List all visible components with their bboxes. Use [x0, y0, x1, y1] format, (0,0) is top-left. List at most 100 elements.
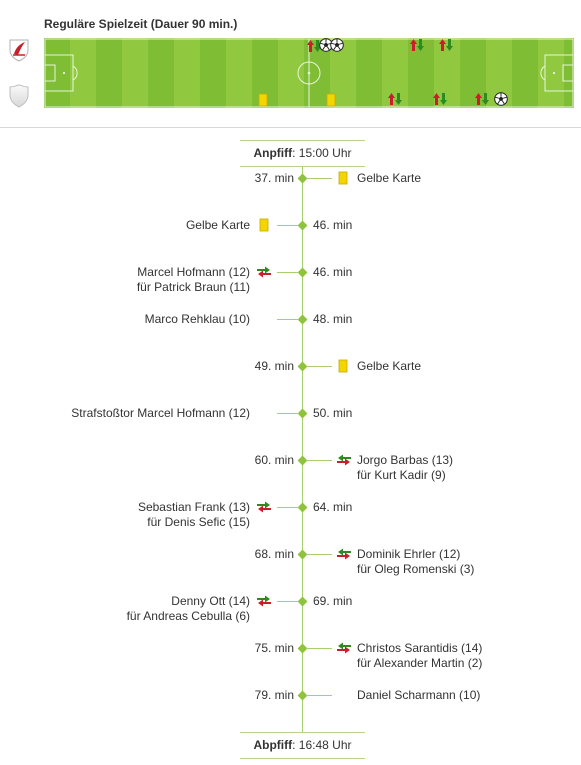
event-minute: 48. min	[313, 312, 353, 326]
event-minute: 64. min	[313, 500, 353, 514]
substitution-icon	[336, 641, 352, 655]
event-description: Marcel Hofmann (12)für Patrick Braun (11…	[137, 265, 250, 295]
event-line-1: Sebastian Frank (13)	[137, 500, 250, 514]
section-title: Reguläre Spielzeit (Dauer 90 min.)	[44, 17, 238, 31]
timeline-dot	[297, 220, 308, 231]
event-line-1: Marcel Hofmann (12)	[137, 265, 250, 279]
away-team-crest-icon	[9, 84, 29, 108]
event-line-2: für Patrick Braun (11)	[136, 280, 250, 294]
event-line-1: Jorgo Barbas (13)	[357, 453, 454, 467]
event-minute: 60. min	[254, 453, 294, 467]
final-whistle-label: Abpfiff	[253, 738, 293, 752]
timeline-dot	[297, 502, 308, 513]
event-line-1: Dominik Ehrler (12)	[357, 547, 461, 561]
event-line-1: Gelbe Karte	[357, 171, 422, 185]
substitution-icon	[336, 453, 352, 467]
pitch-marker-substitution-icon	[388, 92, 402, 106]
home-team-crest-icon	[9, 39, 29, 62]
timeline-event: 46. min Gelbe Karte	[0, 213, 581, 253]
kickoff-box: Anpfiff: 15:00 Uhr	[240, 140, 365, 167]
event-description: Christos Sarantidis (14)für Alexander Ma…	[357, 641, 482, 671]
pitch-marker-ball-icon	[494, 92, 508, 106]
pitch-marker-yellow-card-icon	[324, 93, 338, 107]
event-description: Strafstoßtor Marcel Hofmann (12)	[71, 406, 250, 421]
event-line-2: für Alexander Martin (2)	[357, 656, 483, 670]
pitch-marker-ball-icon	[330, 38, 344, 52]
event-line-2: für Denis Sefic (15)	[147, 515, 250, 529]
timeline-event: 79. min Daniel Scharmann (10)	[0, 683, 581, 723]
event-line-1: Strafstoßtor Marcel Hofmann (12)	[71, 406, 250, 420]
timeline-connector	[306, 366, 332, 367]
event-minute: 79. min	[254, 688, 294, 702]
timeline-connector	[277, 225, 299, 226]
pitch-lines	[44, 38, 574, 108]
event-line-1: Daniel Scharmann (10)	[357, 688, 481, 702]
timeline-event: 64. min Sebastian Frank (13)für Denis Sef…	[0, 495, 581, 535]
event-line-2: für Oleg Romenski (3)	[357, 562, 475, 576]
ball-icon	[257, 312, 271, 326]
pitch-overview	[44, 38, 574, 108]
timeline-dot	[297, 408, 308, 419]
event-minute: 46. min	[313, 218, 353, 232]
substitution-icon	[336, 547, 352, 561]
timeline-connector	[306, 648, 332, 649]
event-line-2: für Andreas Cebulla (6)	[126, 609, 250, 623]
event-description: Dominik Ehrler (12)für Oleg Romenski (3)	[357, 547, 474, 577]
pitch-marker-substitution-icon	[439, 38, 453, 52]
pitch-marker-substitution-icon	[475, 92, 489, 106]
timeline-connector	[277, 601, 299, 602]
substitution-icon	[256, 594, 272, 608]
event-description: Jorgo Barbas (13)für Kurt Kadir (9)	[357, 453, 453, 483]
ball-icon	[336, 688, 350, 702]
timeline-connector	[277, 272, 299, 273]
timeline-connector	[306, 554, 332, 555]
event-description: Gelbe Karte	[186, 218, 250, 233]
timeline-connector	[306, 460, 332, 461]
event-minute: 68. min	[254, 547, 294, 561]
final-whistle-box: Abpfiff: 16:48 Uhr	[240, 732, 365, 759]
event-line-2: für Kurt Kadir (9)	[357, 468, 446, 482]
yellow-card-icon	[257, 218, 271, 232]
event-description: Gelbe Karte	[357, 359, 421, 374]
event-line-1: Gelbe Karte	[357, 359, 422, 373]
timeline-event: 68. min Dominik Ehrler (12)für Oleg Romen…	[0, 542, 581, 582]
timeline-event: 60. min Jorgo Barbas (13)für Kurt Kadir (…	[0, 448, 581, 488]
ball-icon	[257, 406, 271, 420]
timeline-connector	[277, 413, 299, 414]
timeline-dot	[297, 267, 308, 278]
yellow-card-icon	[336, 171, 350, 185]
pitch-marker-substitution-icon	[433, 92, 447, 106]
pitch-marker-yellow-card-icon	[256, 93, 270, 107]
substitution-icon	[256, 500, 272, 514]
kickoff-label: Anpfiff	[253, 146, 293, 160]
timeline-connector	[277, 319, 299, 320]
event-minute: 75. min	[254, 641, 294, 655]
event-description: Marco Rehklau (10)	[145, 312, 250, 327]
event-line-1: Gelbe Karte	[185, 218, 250, 232]
event-description: Daniel Scharmann (10)	[357, 688, 480, 703]
event-line-1: Christos Sarantidis (14)	[357, 641, 483, 655]
timeline-connector	[306, 695, 332, 696]
event-description: Gelbe Karte	[357, 171, 421, 186]
event-minute: 69. min	[313, 594, 353, 608]
timeline-event: 46. min Marcel Hofmann (12)für Patrick Br…	[0, 260, 581, 300]
kickoff-time: : 15:00 Uhr	[292, 146, 352, 160]
event-line-1: Denny Ott (14)	[171, 594, 250, 608]
timeline-connector	[306, 178, 332, 179]
event-minute: 50. min	[313, 406, 353, 420]
timeline-connector	[277, 507, 299, 508]
pitch-marker-substitution-icon	[410, 38, 424, 52]
event-minute: 49. min	[254, 359, 294, 373]
timeline-dot	[297, 596, 308, 607]
timeline-event: 49. min Gelbe Karte	[0, 354, 581, 394]
yellow-card-icon	[336, 359, 350, 373]
event-description: Sebastian Frank (13)für Denis Sefic (15)	[138, 500, 250, 530]
event-minute: 46. min	[313, 265, 353, 279]
event-line-1: Marco Rehklau (10)	[144, 312, 250, 326]
timeline-dot	[297, 314, 308, 325]
timeline-event: 48. min Marco Rehklau (10)	[0, 307, 581, 347]
timeline-axis	[302, 166, 303, 732]
timeline-event: 50. min Strafstoßtor Marcel Hofmann (12)	[0, 401, 581, 441]
match-overview-header: Reguläre Spielzeit (Dauer 90 min.)	[0, 0, 581, 128]
